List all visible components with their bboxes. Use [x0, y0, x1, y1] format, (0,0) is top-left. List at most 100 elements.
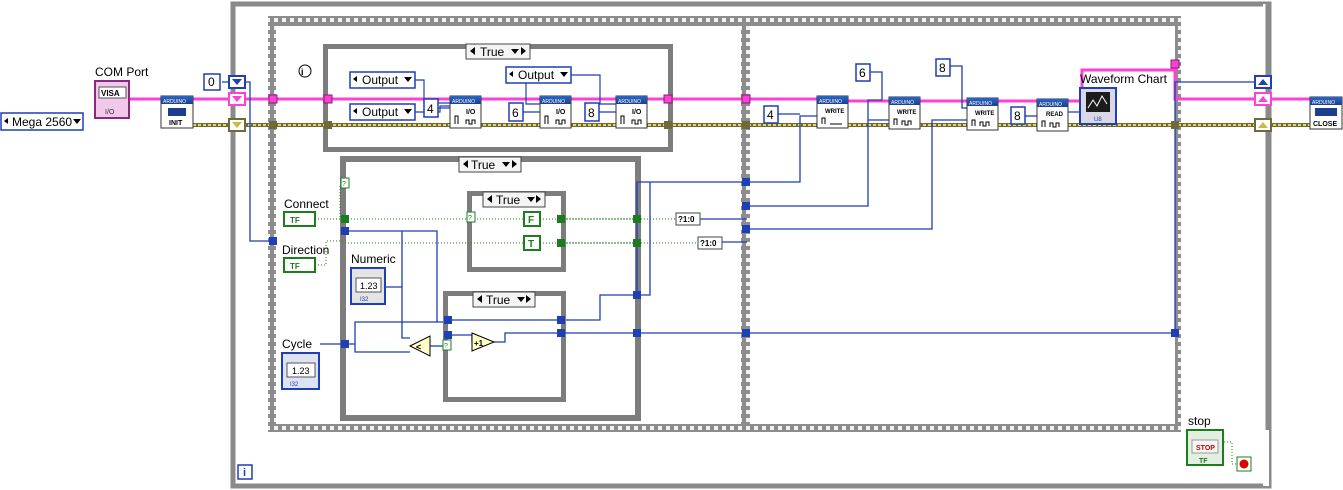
svg-text:ARDUINO: ARDUINO: [1039, 102, 1062, 108]
mode-output-constant-3[interactable]: Output: [505, 66, 572, 84]
svg-text:?: ?: [342, 181, 346, 188]
bool-to-int-2[interactable]: ?1:0: [697, 236, 723, 250]
write-pin-6-constant[interactable]: 6: [855, 63, 871, 82]
iteration-terminal: i: [237, 464, 253, 480]
svg-text:Mega 2560: Mega 2560: [12, 115, 72, 129]
svg-text:WRITE: WRITE: [975, 111, 994, 117]
svg-text:6: 6: [512, 106, 519, 120]
svg-text:I/O: I/O: [556, 109, 566, 116]
write-subvi-3[interactable]: ARDUINO WRITE: [966, 97, 999, 131]
inner-case-2-selector[interactable]: True: [486, 293, 511, 307]
svg-text:I/O: I/O: [466, 109, 476, 116]
svg-text:ARDUINO: ARDUINO: [1312, 100, 1335, 106]
io-subvi-1[interactable]: ARDUINO I/O: [449, 95, 482, 129]
write-pin-8-constant[interactable]: 8: [935, 58, 951, 77]
write-subvi-2[interactable]: ARDUINO WRITE: [888, 96, 921, 130]
svg-text:4: 4: [767, 108, 774, 122]
inner-case-structure-1: True: [467, 191, 566, 272]
pin-8-constant[interactable]: 8: [584, 102, 600, 122]
svg-text:I32: I32: [290, 382, 299, 388]
connect-control[interactable]: TF: [283, 211, 316, 227]
write-pin-4-constant[interactable]: 4: [763, 105, 779, 124]
svg-text:VISA: VISA: [101, 89, 120, 98]
waveform-chart-indicator[interactable]: U8: [1079, 87, 1117, 125]
svg-text:<: <: [416, 342, 421, 352]
cycle-label: Cycle: [282, 337, 312, 351]
svg-text:1.23: 1.23: [292, 366, 310, 376]
loop-condition-terminal[interactable]: [1236, 456, 1252, 472]
svg-text:I/O: I/O: [632, 109, 642, 116]
svg-text:8: 8: [939, 61, 946, 75]
svg-text:Output: Output: [362, 73, 399, 87]
svg-text:TF: TF: [290, 262, 300, 271]
svg-text:0: 0: [208, 75, 215, 89]
numeric-indicator[interactable]: 1.23 I32: [350, 267, 386, 305]
bool-false-constant[interactable]: F: [523, 211, 541, 227]
svg-text:+1: +1: [474, 339, 484, 348]
shift-registers[interactable]: [228, 75, 1272, 132]
inner-case-structure-2: True: [443, 291, 566, 402]
svg-text:CLOSE: CLOSE: [1313, 121, 1337, 128]
mode-output-constant-1[interactable]: Output: [349, 71, 416, 89]
frame-index-constant[interactable]: 0: [203, 73, 221, 91]
top-case-selector[interactable]: True: [480, 45, 505, 59]
io-subvi-3[interactable]: ARDUINO I/O: [615, 95, 648, 129]
middle-case-selector[interactable]: True: [471, 158, 496, 172]
stop-button-control[interactable]: STOP TF: [1186, 429, 1224, 466]
svg-text:ARDUINO: ARDUINO: [618, 99, 641, 105]
init-subvi[interactable]: ARDUINO INIT: [160, 95, 194, 129]
svg-text:?: ?: [468, 215, 472, 222]
svg-text:READ: READ: [1046, 112, 1064, 118]
svg-text:?: ?: [444, 343, 448, 350]
svg-text:ARDUINO: ARDUINO: [452, 99, 475, 105]
numeric-wires: [222, 65, 1258, 353]
increment-function[interactable]: +1: [471, 332, 496, 352]
direction-control[interactable]: TF: [283, 257, 316, 273]
close-subvi[interactable]: ARDUINO CLOSE: [1309, 96, 1343, 130]
svg-text:WRITE: WRITE: [897, 110, 916, 116]
bool-true-constant[interactable]: T: [523, 235, 541, 251]
board-type-constant[interactable]: Mega 2560: [0, 112, 84, 131]
svg-text:ARDUINO: ARDUINO: [163, 99, 186, 105]
less-than-function[interactable]: <: [408, 335, 431, 357]
svg-text:I32: I32: [360, 297, 369, 303]
svg-text:TF: TF: [1199, 458, 1208, 465]
io-subvi-2[interactable]: ARDUINO I/O: [539, 95, 572, 129]
svg-text:U8: U8: [1094, 117, 1102, 123]
numeric-label: Numeric: [351, 252, 396, 266]
inner-case-1-selector[interactable]: True: [496, 193, 521, 207]
svg-text:ARDUINO: ARDUINO: [819, 99, 842, 105]
com-port-label: COM Port: [95, 65, 149, 79]
case-selector-terminals: ? ? ?: [340, 177, 476, 351]
svg-text:STOP: STOP: [1196, 445, 1215, 452]
mode-output-constant-2[interactable]: Output: [349, 103, 416, 121]
svg-text:8: 8: [588, 106, 595, 120]
read-subvi[interactable]: ARDUINO READ: [1036, 98, 1069, 132]
pin-4-constant[interactable]: 4: [423, 98, 439, 118]
svg-text:ARDUINO: ARDUINO: [891, 100, 914, 106]
bool-to-int-1[interactable]: ?1:0: [675, 212, 701, 226]
connect-label: Connect: [284, 197, 329, 211]
read-pin-8-constant[interactable]: 8: [1010, 106, 1026, 125]
svg-text:ARDUINO: ARDUINO: [542, 99, 565, 105]
tunnels: [268, 59, 1180, 348]
svg-text:ARDUINO: ARDUINO: [969, 101, 992, 107]
svg-text:TF: TF: [290, 216, 300, 225]
svg-text:?1:0: ?1:0: [700, 239, 717, 248]
svg-text:WRITE: WRITE: [825, 109, 844, 115]
svg-text:Output: Output: [518, 68, 555, 82]
svg-text:I/O: I/O: [105, 109, 115, 116]
svg-text:F: F: [528, 215, 534, 226]
svg-text:T: T: [528, 239, 534, 250]
write-subvi-1[interactable]: ARDUINO WRITE: [816, 95, 849, 129]
waveform-chart-label: Waveform Chart: [1080, 72, 1168, 86]
svg-text:4: 4: [427, 102, 434, 116]
svg-text:1.23: 1.23: [360, 281, 378, 291]
cycle-control[interactable]: 1.23 I32: [281, 352, 320, 390]
svg-text:6: 6: [859, 66, 866, 80]
com-port-control[interactable]: VISA I/O: [94, 80, 130, 119]
svg-text:?1:0: ?1:0: [678, 215, 695, 224]
direction-label: Direction: [282, 243, 329, 257]
pin-6-constant[interactable]: 6: [508, 102, 524, 122]
